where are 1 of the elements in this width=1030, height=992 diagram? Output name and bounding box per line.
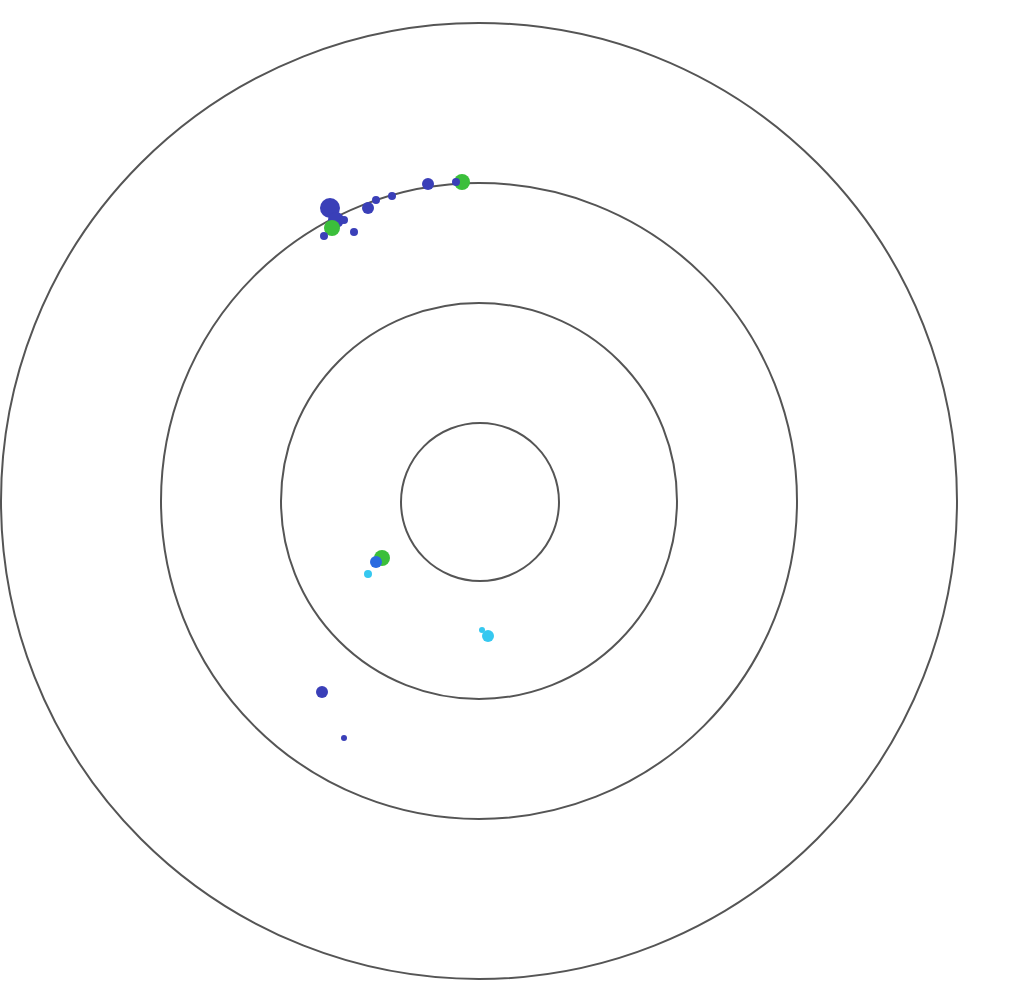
- range-ring: [399, 421, 559, 581]
